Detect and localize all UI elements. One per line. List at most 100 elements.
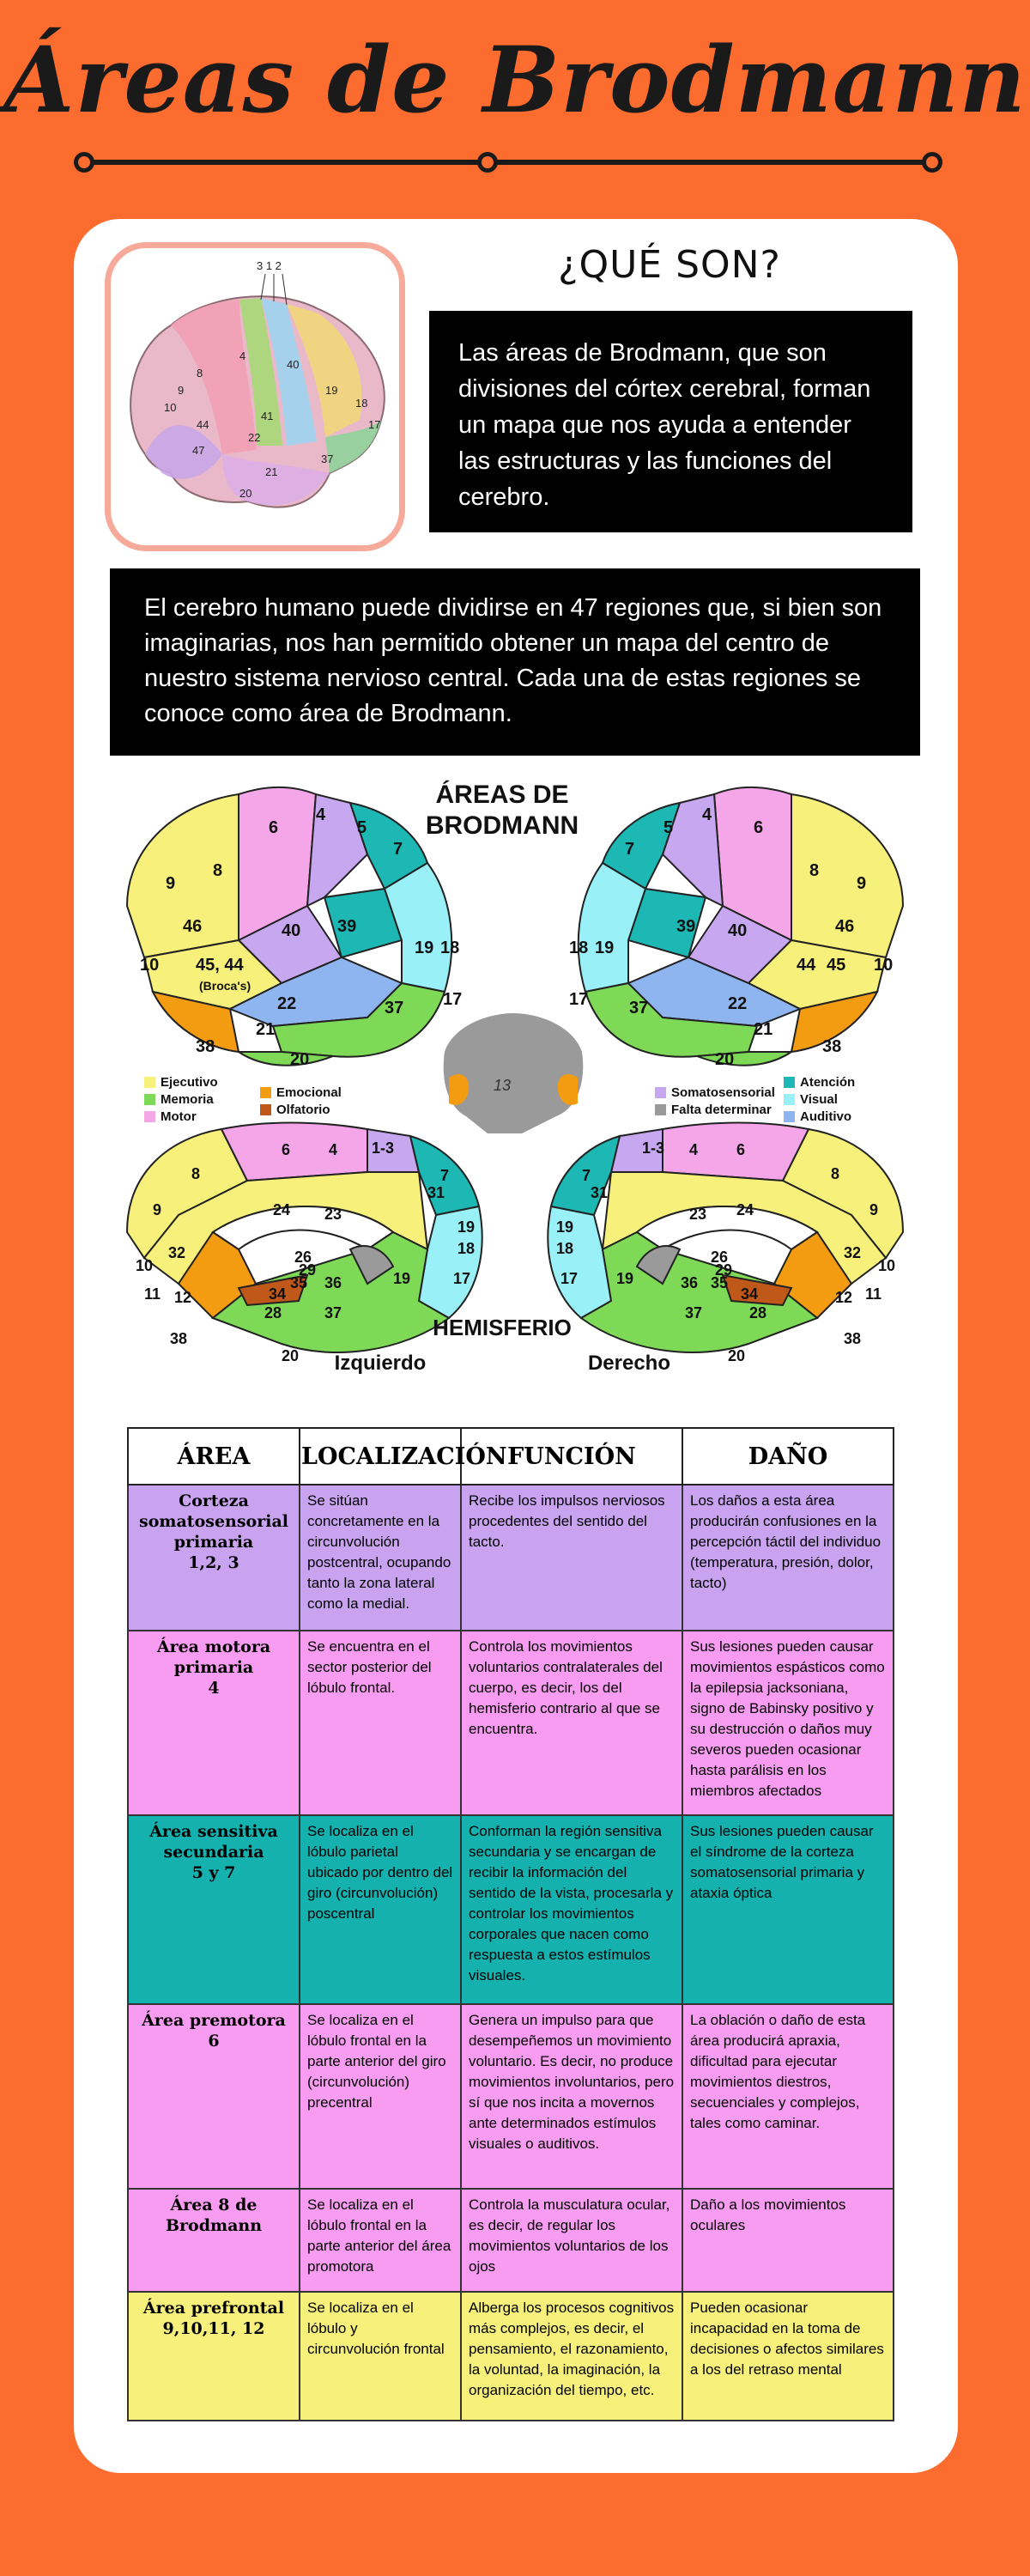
- legend-label: Emocional: [276, 1085, 342, 1100]
- svg-text:23: 23: [324, 1206, 342, 1223]
- svg-text:19: 19: [325, 384, 337, 397]
- svg-text:19: 19: [393, 1270, 410, 1287]
- svg-text:6: 6: [282, 1141, 290, 1158]
- title-line-dot: [74, 152, 94, 173]
- page-title: Áreas de Brodmann: [3, 26, 1027, 133]
- svg-text:8: 8: [809, 861, 819, 880]
- svg-text:8: 8: [831, 1165, 839, 1182]
- legend-label: Ejecutivo: [161, 1075, 218, 1090]
- legend-swatch: [144, 1094, 155, 1105]
- svg-text:23: 23: [689, 1206, 706, 1223]
- svg-text:17: 17: [569, 990, 588, 1009]
- svg-text:11: 11: [144, 1285, 161, 1303]
- title-line-dot: [477, 152, 498, 173]
- legend-swatch: [655, 1087, 666, 1098]
- svg-text:40: 40: [728, 921, 747, 940]
- svg-text:17: 17: [453, 1270, 470, 1287]
- cell-funcion: Conforman la región sensitiva secundaria…: [460, 1814, 683, 2005]
- svg-text:40: 40: [282, 921, 300, 940]
- legend-label: Visual: [800, 1092, 838, 1107]
- right-hemisphere-label: Derecho: [588, 1352, 670, 1375]
- svg-text:46: 46: [183, 917, 202, 936]
- cell-funcion: Genera un impulso para que desempeñemos …: [460, 2003, 683, 2190]
- svg-text:37: 37: [321, 453, 333, 465]
- svg-text:31: 31: [427, 1184, 445, 1201]
- svg-text:4: 4: [702, 805, 712, 824]
- cell-area: Área 8 de Brodmann: [127, 2188, 300, 2293]
- svg-text:38: 38: [196, 1037, 215, 1056]
- svg-text:20: 20: [290, 1050, 309, 1069]
- svg-text:12: 12: [835, 1289, 852, 1306]
- left-hemisphere-label: Izquierdo: [335, 1352, 427, 1375]
- svg-text:8: 8: [197, 367, 203, 380]
- svg-text:18: 18: [457, 1240, 475, 1257]
- table-header-row: ÁREA LOCALIZACIÓN FUNCIÓN DAÑO: [127, 1427, 894, 1485]
- svg-text:17: 17: [560, 1270, 578, 1287]
- svg-text:29: 29: [299, 1261, 316, 1279]
- svg-text:11: 11: [865, 1285, 882, 1303]
- cell-area: Área motora primaria 4: [127, 1630, 300, 1816]
- svg-text:32: 32: [168, 1244, 185, 1261]
- legend-swatch: [655, 1104, 666, 1115]
- svg-text:20: 20: [728, 1347, 745, 1364]
- cell-area: Área prefrontal 9,10,11, 12: [127, 2291, 300, 2421]
- title-underline: [79, 160, 930, 165]
- svg-text:1-3: 1-3: [642, 1139, 664, 1157]
- svg-text:40: 40: [287, 358, 299, 371]
- svg-text:32: 32: [844, 1244, 861, 1261]
- cell-localizacion: Se localiza en el lóbulo y circunvolució…: [299, 2291, 462, 2421]
- svg-text:4: 4: [689, 1141, 698, 1158]
- svg-text:4: 4: [329, 1141, 337, 1158]
- header-area: ÁREA: [127, 1427, 300, 1485]
- brocas-label: (Broca's): [199, 979, 251, 993]
- svg-text:19: 19: [595, 939, 614, 957]
- svg-text:24: 24: [273, 1201, 290, 1218]
- hemisphere-label: HEMISFERIO: [433, 1315, 572, 1340]
- legend-label: Atención: [800, 1075, 855, 1090]
- svg-text:17: 17: [368, 418, 380, 431]
- svg-text:6: 6: [736, 1141, 745, 1158]
- svg-text:38: 38: [844, 1330, 861, 1347]
- legend-swatch: [260, 1087, 271, 1098]
- header-dano: DAÑO: [682, 1427, 894, 1485]
- svg-text:44: 44: [197, 418, 209, 431]
- svg-text:12: 12: [174, 1289, 191, 1306]
- regions-text-box: El cerebro humano puede dividirse en 47 …: [110, 568, 920, 756]
- svg-text:20: 20: [239, 487, 251, 500]
- svg-text:44: 44: [797, 956, 816, 975]
- svg-text:45: 45: [827, 956, 845, 975]
- legend-swatch: [144, 1111, 155, 1122]
- svg-text:7: 7: [582, 1167, 591, 1184]
- svg-text:21: 21: [265, 465, 277, 478]
- brodmann-areas-table: ÁREA LOCALIZACIÓN FUNCIÓN DAÑO Corteza s…: [127, 1427, 894, 2421]
- left-lateral-hemisphere: [125, 786, 453, 1066]
- legend-label: Motor: [161, 1109, 197, 1124]
- legend-label: Auditivo: [800, 1109, 851, 1124]
- legend-label: Somatosensorial: [671, 1085, 775, 1100]
- cell-dano: Daño a los movimientos oculares: [682, 2188, 894, 2293]
- left-medial-hemisphere: [125, 1121, 483, 1353]
- cell-localizacion: Se localiza en el lóbulo parietal ubicad…: [299, 1814, 462, 2005]
- svg-text:37: 37: [385, 999, 403, 1018]
- svg-text:18: 18: [569, 939, 588, 957]
- svg-text:17: 17: [443, 990, 462, 1009]
- svg-text:5: 5: [663, 818, 673, 837]
- svg-text:36: 36: [681, 1274, 698, 1291]
- svg-text:37: 37: [324, 1304, 342, 1321]
- cell-area: Área sensitiva secundaria 5 y 7: [127, 1814, 300, 2005]
- svg-text:4: 4: [239, 349, 245, 362]
- svg-text:6: 6: [269, 818, 278, 837]
- svg-text:35: 35: [711, 1274, 728, 1291]
- svg-text:26: 26: [711, 1249, 728, 1266]
- svg-text:10: 10: [164, 401, 176, 414]
- cell-localizacion: Se sitúan concretamente en la circunvolu…: [299, 1484, 462, 1631]
